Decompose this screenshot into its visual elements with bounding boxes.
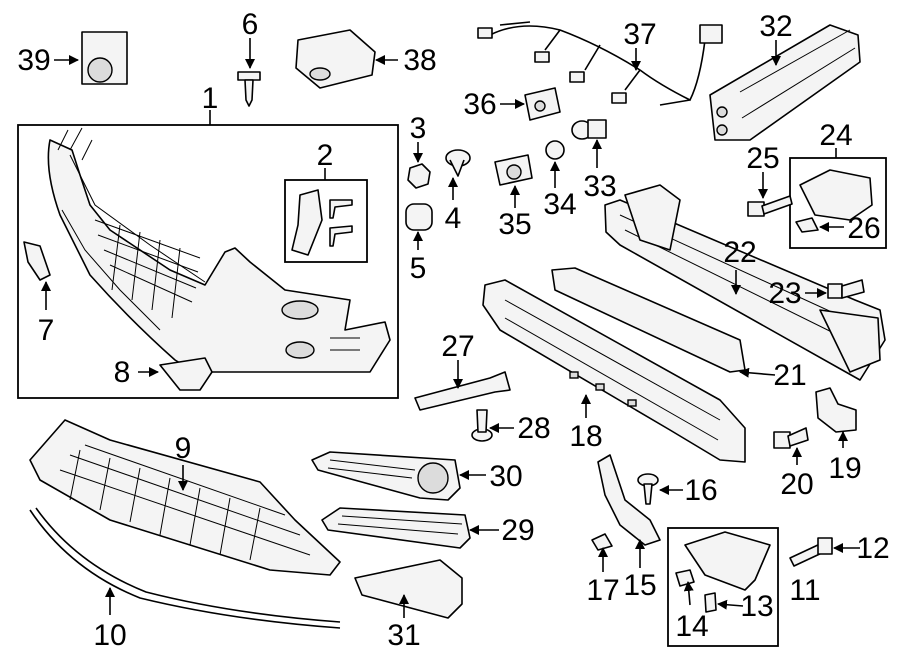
callout-15: 15 [623, 569, 656, 602]
callout-20: 20 [780, 468, 813, 501]
callout-39: 39 [17, 44, 50, 77]
trim-piece-part [23, 241, 51, 281]
bracket-19-part [815, 387, 857, 433]
callout-12: 12 [856, 532, 889, 565]
bolt-25-part [747, 195, 793, 217]
cover-plate-31-part [354, 559, 463, 619]
clip-14-part [675, 569, 695, 587]
sensor-33-part [571, 119, 607, 140]
lower-grille-part [29, 419, 341, 576]
callout-30: 30 [489, 460, 522, 493]
cover-bracket-part [291, 189, 353, 256]
callout-1: 1 [202, 82, 219, 115]
callout-11: 11 [789, 574, 820, 607]
callout-6: 6 [242, 8, 259, 41]
crash-box-part [709, 24, 861, 141]
callout-13: 13 [740, 590, 773, 623]
callout-8: 8 [114, 356, 131, 389]
callout-7: 7 [38, 314, 55, 347]
screw-28-part [471, 409, 493, 442]
sensor-39-part [81, 31, 128, 85]
leader-lines [41, 38, 860, 618]
callout-31: 31 [387, 619, 420, 652]
bumper-cover-part [47, 127, 391, 373]
grommet-34-part [545, 140, 565, 160]
bracket-24-part [799, 169, 873, 221]
lower-strip-edge [35, 507, 341, 623]
sensor-holder-35-part [494, 154, 533, 186]
callout-4: 4 [445, 202, 462, 235]
bolt-20-part [773, 427, 809, 449]
callout-26: 26 [847, 212, 880, 245]
screw-6-part [237, 71, 261, 107]
callout-labels: 1 2 3 4 5 6 7 8 9 10 11 12 13 14 15 16 1… [17, 8, 889, 652]
callout-38: 38 [403, 44, 436, 77]
lower-strip-part [29, 509, 341, 629]
callout-16: 16 [684, 474, 717, 507]
clip-26-part [795, 217, 819, 233]
callout-25: 25 [746, 142, 779, 175]
callout-2: 2 [317, 139, 334, 172]
sensor-bracket-36-part [524, 87, 561, 121]
callout-34: 34 [543, 188, 576, 221]
screw-16-part [637, 473, 659, 505]
control-module-part [295, 29, 376, 89]
bolt-12-part [789, 537, 833, 567]
clip-4-part [445, 149, 471, 177]
bracket-11-box [667, 527, 779, 647]
callout-28: 28 [517, 412, 550, 445]
callout-21: 21 [773, 359, 806, 392]
wiring-harness-part [477, 21, 723, 106]
callout-22: 22 [723, 236, 756, 269]
callout-3: 3 [410, 112, 427, 145]
callout-35: 35 [498, 208, 531, 241]
clip-17-part [591, 533, 613, 551]
nut-3-part [407, 163, 431, 189]
reinforcement-beam-part [604, 184, 886, 381]
callout-27: 27 [441, 330, 474, 363]
bolt-23-part [827, 279, 865, 299]
side-bracket-27-part [414, 371, 511, 411]
callout-19: 19 [828, 452, 861, 485]
callout-33: 33 [583, 170, 616, 203]
callout-32: 32 [759, 10, 792, 43]
bushing-5-part [405, 203, 433, 231]
bracket-kit-box [284, 179, 368, 263]
callout-5: 5 [410, 252, 427, 285]
callout-14: 14 [675, 610, 708, 643]
callout-9: 9 [175, 432, 192, 465]
callout-24: 24 [819, 119, 852, 152]
energy-absorber-part [482, 279, 746, 463]
trim-grille-29-part [321, 507, 471, 549]
bumper-cover-group-box [17, 124, 399, 399]
callout-18: 18 [569, 420, 602, 453]
callout-36: 36 [463, 88, 496, 121]
callout-37: 37 [623, 18, 656, 51]
bracket-11-part [684, 531, 771, 591]
trim-strip-15-part [597, 454, 661, 546]
fog-grille-30-part [311, 451, 461, 501]
callout-29: 29 [501, 514, 534, 547]
fog-lamp-cover-part [159, 357, 213, 391]
callout-17: 17 [586, 574, 619, 607]
callout-10: 10 [93, 619, 126, 652]
clip-13-part [704, 592, 717, 613]
callout-23: 23 [768, 277, 801, 310]
